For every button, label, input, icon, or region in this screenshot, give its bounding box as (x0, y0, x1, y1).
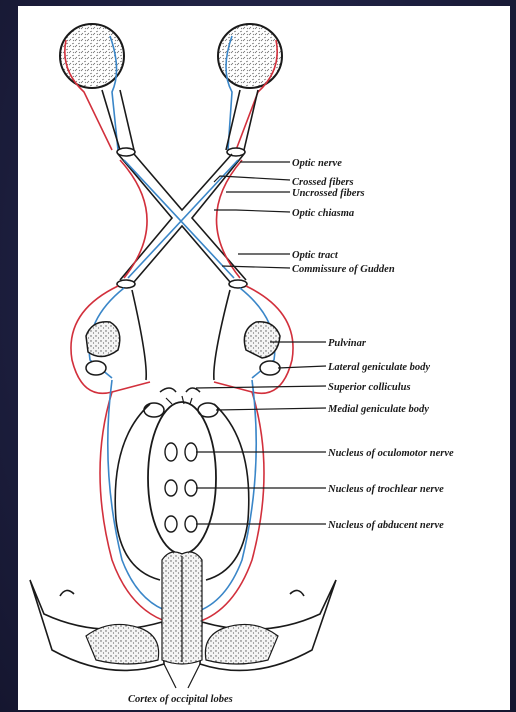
label-lateral-geniculate: Lateral geniculate body (327, 362, 430, 373)
right-outer-radiation (206, 404, 249, 580)
occipital-cortex (30, 552, 336, 688)
label-nucleus-oculomotor: Nucleus of oculomotor nerve (327, 448, 454, 459)
label-cortex-occipital: Cortex of occipital lobes (128, 694, 233, 705)
leader-optic-chiasma (214, 210, 290, 212)
left-optic-tract-end (117, 280, 135, 288)
label-optic-nerve: Optic nerve (292, 158, 342, 169)
left-inner-tract (132, 290, 146, 380)
label-uncrossed-fibers: Uncrossed fibers (292, 188, 365, 199)
left-pulvinar (86, 322, 120, 357)
left-optic-nerve (102, 90, 135, 156)
label-optic-tract: Optic tract (292, 250, 339, 261)
left-lateral-geniculate (86, 361, 106, 375)
left-eyeball (60, 24, 124, 88)
label-optic-chiasma: Optic chiasma (292, 208, 354, 219)
label-crossed-fibers: Crossed fibers (292, 177, 354, 188)
brainstem-outline (148, 402, 216, 554)
leader-lateral-geniculate (278, 366, 326, 368)
leader-superior-colliculus (196, 386, 326, 388)
right-inner-tract (214, 290, 230, 380)
label-nucleus-abducent: Nucleus of abducent nerve (327, 520, 444, 531)
label-superior-colliculus: Superior colliculus (328, 382, 411, 393)
label-medial-geniculate: Medial geniculate body (327, 404, 429, 415)
label-commissure-gudden: Commissure of Gudden (292, 264, 395, 275)
left-outer-radiation (115, 404, 160, 580)
label-pulvinar: Pulvinar (328, 338, 367, 349)
abducent-nuclei (165, 516, 197, 532)
leader-crossed-fibers (214, 176, 290, 182)
trochlear-nuclei (165, 480, 197, 496)
optic-chiasma (118, 154, 246, 282)
leader-medial-geniculate (216, 408, 326, 410)
right-lateral-geniculate (260, 361, 280, 375)
label-nucleus-trochlear: Nucleus of trochlear nerve (327, 484, 444, 495)
right-optic-tract-end (229, 280, 247, 288)
oculomotor-nuclei (165, 443, 197, 461)
left-medial-geniculate (144, 403, 164, 417)
